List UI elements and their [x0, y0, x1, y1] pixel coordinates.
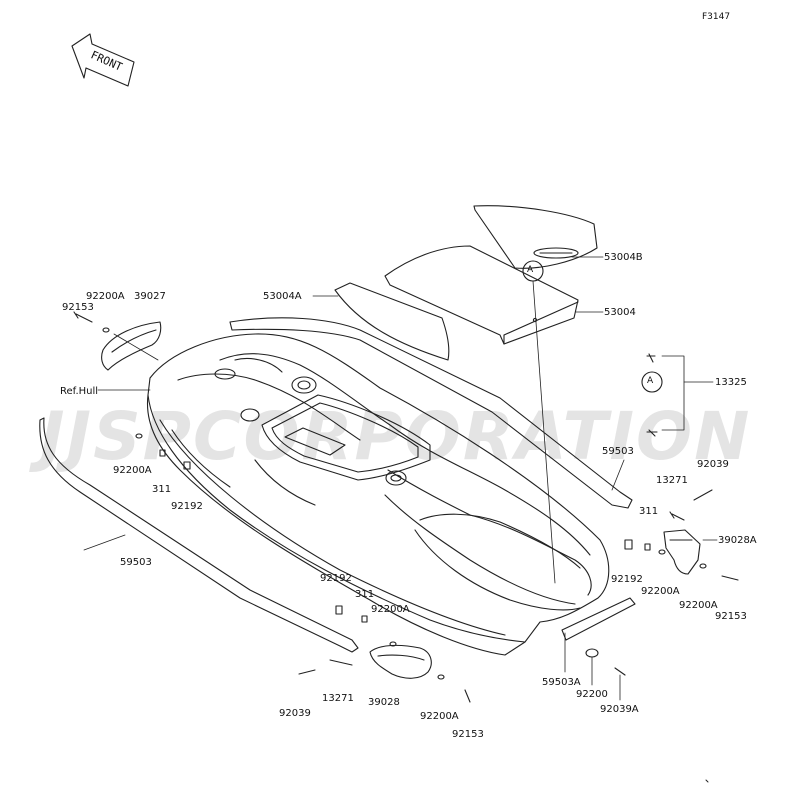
part-label-13325: 13325 — [715, 377, 747, 388]
hull-hatch — [214, 357, 431, 486]
part-label-311: 311 — [639, 506, 659, 517]
hull-outline — [146, 333, 610, 656]
mat-53004 — [384, 245, 579, 345]
gunwale-rail-right — [229, 317, 633, 509]
mat-53004a — [334, 282, 450, 361]
part-label-39028: 39028 — [368, 697, 400, 708]
part-label-59503: 59503 — [120, 557, 152, 568]
part-label-13271: 13271 — [656, 475, 688, 486]
part-label-59503a: 59503A — [542, 677, 581, 688]
part-label-92192: 92192 — [320, 573, 352, 584]
watermark: JJSPCORPORATION — [40, 398, 752, 475]
part-label-311: 311 — [355, 589, 375, 600]
bumper-39028 — [369, 644, 432, 679]
part-label-92192: 92192 — [171, 501, 203, 512]
part-label-39028a: 39028A — [718, 535, 757, 546]
part-label-92039: 92039 — [697, 459, 729, 470]
part-label-92039a: 92039A — [600, 704, 639, 715]
part-label-92192: 92192 — [611, 574, 643, 585]
part-label-92200a: 92200A — [371, 604, 410, 615]
callout-a-letter-2: A — [647, 376, 654, 386]
bumper-39028a — [663, 529, 701, 575]
part-label-92200a: 92200A — [113, 465, 152, 476]
part-label-13271: 13271 — [322, 693, 354, 704]
mat-53004b — [473, 205, 598, 269]
front-arrow-icon: FRONT — [71, 33, 135, 87]
part-label-53004b: 53004B — [604, 252, 643, 263]
callout-a-circle-2 — [641, 371, 663, 393]
part-label-92200a: 92200A — [86, 291, 125, 302]
rear-rail-59503a — [561, 597, 636, 641]
part-label-92200: 92200 — [576, 689, 608, 700]
part-label-92153: 92153 — [715, 611, 747, 622]
part-label-92153: 92153 — [452, 729, 484, 740]
part-label-ref-hull: Ref.Hull — [60, 386, 99, 397]
front-label: FRONT — [89, 48, 125, 73]
part-label-92153: 92153 — [62, 302, 94, 313]
part-label-53004: 53004 — [604, 307, 636, 318]
part-label-92200a: 92200A — [679, 600, 718, 611]
part-label-53004a: 53004A — [263, 291, 302, 302]
callout-a-letter: A — [527, 265, 534, 275]
part-label-92039: 92039 — [279, 708, 311, 719]
leader-lines — [83, 256, 718, 701]
part-label-92200a: 92200A — [420, 711, 459, 722]
figure-code: F3147 — [702, 12, 731, 22]
part-label-39027: 39027 — [134, 291, 166, 302]
bumper-39027 — [101, 321, 162, 371]
part-label-311: 311 — [152, 484, 172, 495]
part-label-59503: 59503 — [602, 446, 634, 457]
rub-rail-left — [39, 417, 359, 653]
part-label-92200a: 92200A — [641, 586, 680, 597]
fasteners — [73, 311, 739, 703]
